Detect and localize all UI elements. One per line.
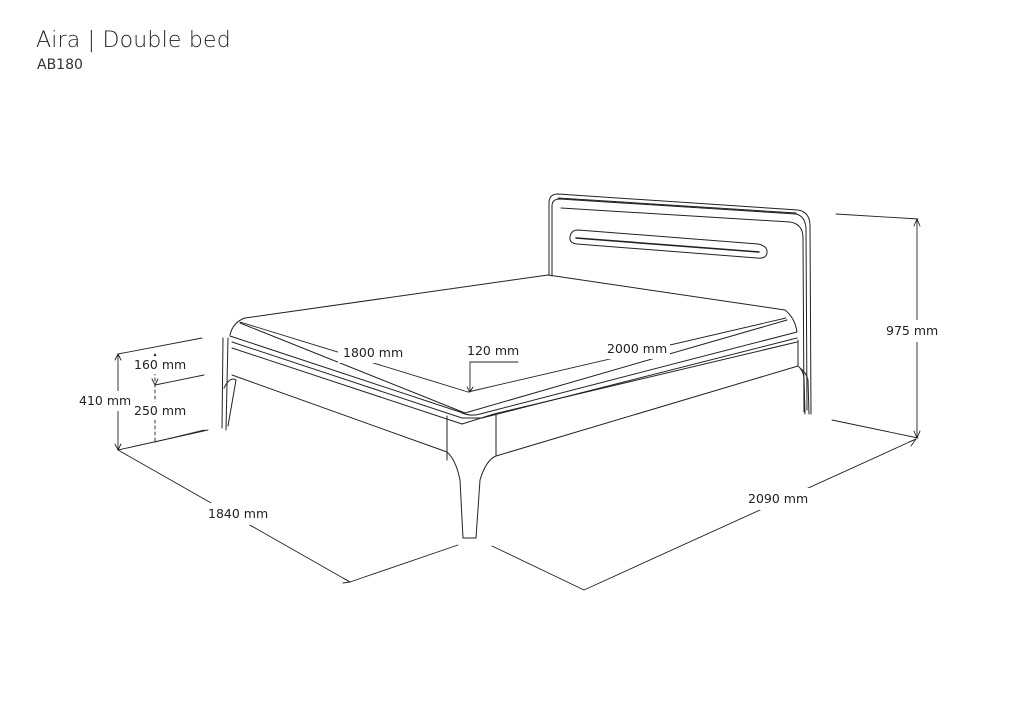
dim-headboard-height: 975 mm: [886, 323, 938, 338]
dim-overall-length: 2090 mm: [748, 491, 808, 506]
dim-mattress-width: 1800 mm: [343, 345, 403, 360]
dimension-labels: 975 mm 2090 mm 1840 mm 410 mm 160 mm 250…: [76, 320, 940, 525]
dim-side-height: 410 mm: [79, 393, 131, 408]
dim-overall-width: 1840 mm: [208, 506, 268, 521]
bed-frame: [221, 331, 799, 461]
dim-border: 120 mm: [467, 343, 519, 358]
dimension-lines: [114, 213, 921, 591]
dim-mattress-length: 2000 mm: [607, 341, 667, 356]
mattress-top: [229, 274, 798, 414]
product-title: Aira | Double bed: [36, 28, 231, 53]
bed-legs: [223, 365, 810, 539]
dim-leg-height: 250 mm: [134, 403, 186, 418]
dim-frame-height: 160 mm: [134, 357, 186, 372]
product-code: AB180: [37, 57, 83, 73]
headboard: [548, 193, 812, 415]
